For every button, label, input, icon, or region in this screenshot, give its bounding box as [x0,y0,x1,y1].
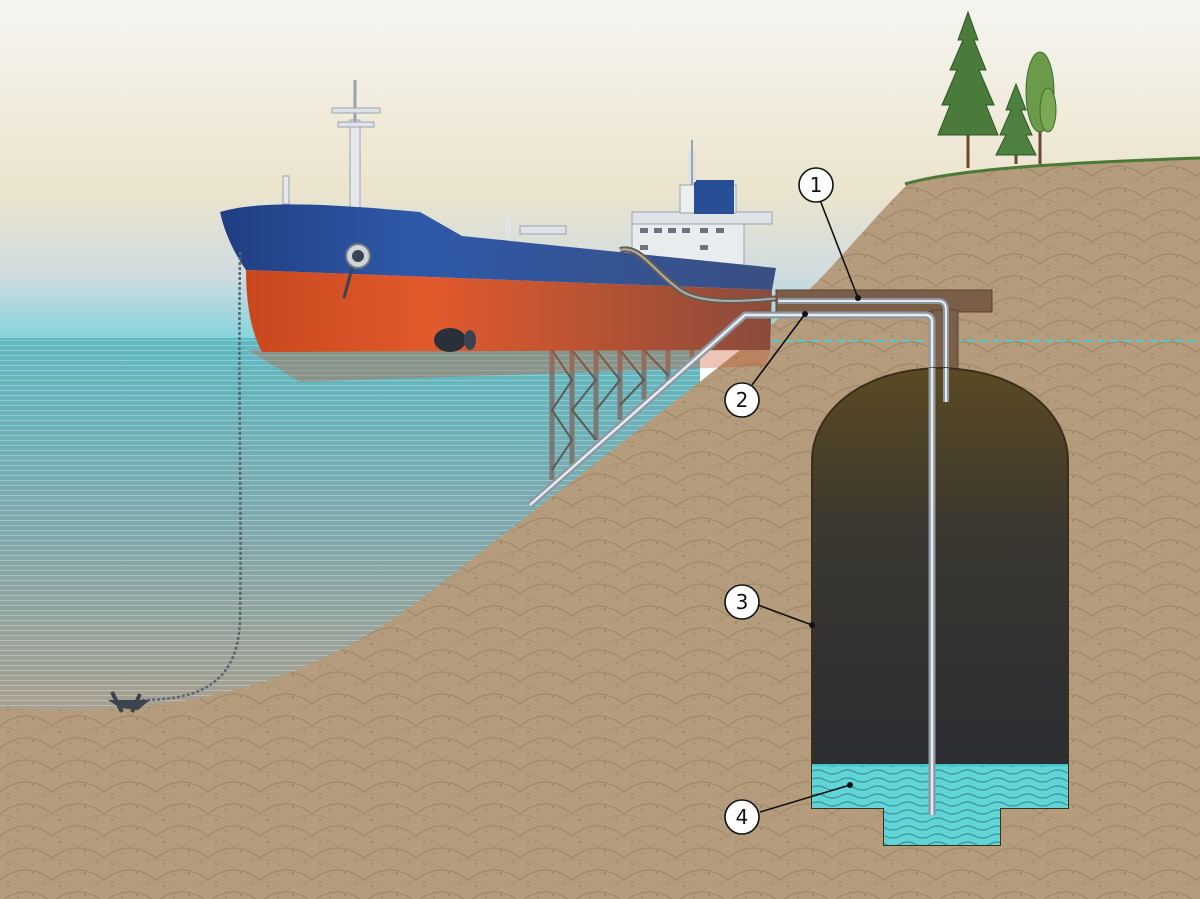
callout-4: 4 [724,799,760,835]
pine-tree [1025,51,1057,164]
ship-superstructure [631,140,773,267]
ship-hull-lower [246,270,772,352]
callout-number: 1 [810,173,823,197]
leader-lines [751,199,859,813]
water-layer [812,765,1068,845]
callout-1: 1 [798,167,834,203]
storage-cavern [811,366,1069,846]
pine-tree [937,10,999,168]
ship [220,80,776,382]
callout-number: 3 [736,590,749,614]
cavern-wall [811,366,1069,846]
pine-tree [995,82,1037,164]
callout-number: 2 [736,388,749,412]
grass-line [904,156,1200,186]
callout-3: 3 [724,584,760,620]
anchor-chain [139,251,242,702]
callout-2: 2 [724,382,760,418]
callout-number: 4 [736,805,749,829]
anchor [108,691,150,713]
fender-buoy [434,328,476,352]
